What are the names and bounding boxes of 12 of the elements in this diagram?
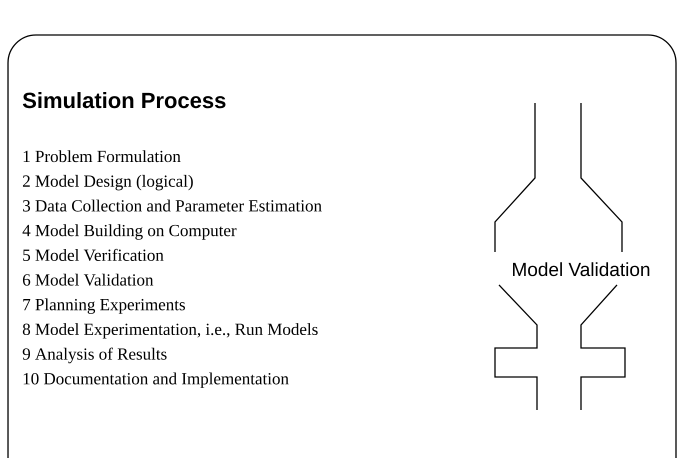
list-item: 4 Model Building on Computer	[22, 224, 236, 240]
list-item: 3 Data Collection and Parameter Estimation	[23, 200, 322, 212]
list-item: 1 Problem Formulation	[24, 150, 181, 162]
list-item: 8 Model Experimentation, i.e., Run Models	[22, 323, 318, 338]
list-item: 9 Analysis of Results	[22, 348, 167, 364]
heading: Simulation Process	[22, 92, 226, 108]
list-item: 7 Planning Experiments	[23, 298, 185, 314]
list-item: 6 Model Validation	[22, 274, 154, 286]
list-item: 2 Model Design (logical)	[22, 174, 193, 190]
list-item: 5 Model Verification	[23, 248, 164, 262]
drawing-label: Model Validation	[513, 262, 650, 276]
list-item: 10 Documentation and Implementation	[24, 372, 289, 388]
